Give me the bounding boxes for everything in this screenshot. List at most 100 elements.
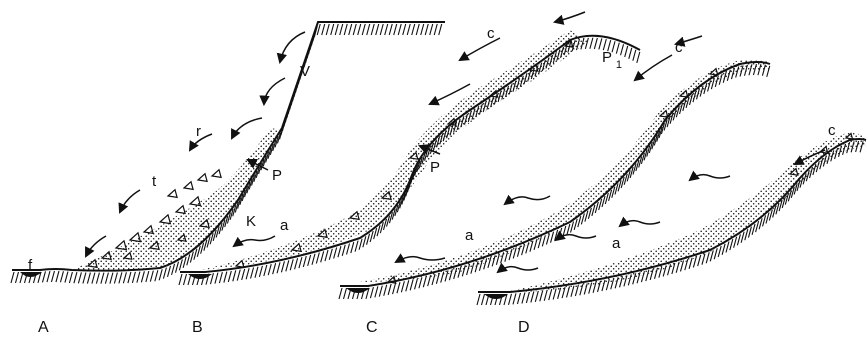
hatch-line [535,291,538,302]
hatch-line [141,271,144,282]
hatch-line [388,284,391,295]
hatch-line [78,272,81,283]
hatch-line [759,218,762,229]
scree-triangle [184,182,193,190]
hatch-line [16,272,19,283]
hatch-line [730,239,733,250]
hatch-line [159,269,162,280]
hatch-line [338,246,341,257]
scree-triangle [198,174,207,182]
hatch-line [92,273,95,284]
hatch-line [398,24,401,35]
hatch-line [11,272,14,283]
label-a-d: a [612,235,621,252]
label-c-d1: c [675,39,683,56]
panel-label-d: D [518,319,530,336]
hatch-line [128,272,131,283]
hatch-line [101,273,104,284]
label-p1-sub: 1 [616,59,622,71]
hatch-line [326,24,329,35]
label-v: V [300,63,310,80]
hatch-line [379,286,382,297]
label-c-d2: c [828,122,836,139]
hatch-line [219,272,222,283]
hatch-line [752,224,755,235]
panel-label-b: B [192,319,203,336]
hatch-line [702,254,705,265]
hatch-line [308,255,311,266]
hatch-line [710,250,713,261]
hatch-line [722,244,725,255]
panel-label-c: C [366,319,378,336]
hatch-line [87,273,90,284]
hatch-line [412,24,415,35]
hatch-line [342,245,345,256]
hatch-line [190,252,193,263]
hatch-line [42,271,45,282]
hatch-line [132,272,135,283]
hatch-line [312,254,315,265]
hatch-line [585,211,588,222]
hatch-line [246,268,249,279]
hatch-line [179,259,182,270]
hatch-line [273,263,276,274]
hatch-line [255,267,258,278]
hatch-line [119,272,122,283]
hatch-line [183,257,186,268]
hatch-line [616,43,619,54]
hatch-line [595,202,598,213]
hatch-line [237,270,240,281]
hatch-line [146,271,149,282]
hatch-line [51,271,54,282]
hatch-line [290,259,293,270]
hatch-line [389,24,392,35]
hatch-line [522,292,525,303]
hatch-line [242,269,245,280]
hatch-line [384,285,387,296]
hatch-line [425,24,428,35]
hatch-line [410,279,413,290]
hatch-line [407,24,410,35]
hatch-line [322,24,325,35]
hatch-line [594,38,597,49]
hatch-line [581,213,584,224]
hatch-line [358,24,361,35]
hatch-line [295,258,298,269]
hatch-line [551,232,554,243]
hatch-line [416,24,419,35]
hatch-line [741,232,744,243]
hatch-line [96,273,99,284]
label-r: r [196,123,201,140]
hatch-line [137,272,140,283]
scree-triangle [168,190,177,198]
hatch-line [259,266,262,277]
label-a-b: a [280,217,289,234]
hatch-line [439,24,442,35]
hatch-line [394,24,397,35]
hatch-line [726,242,729,253]
hatch-line [380,24,383,35]
label-p1-main: P [602,49,612,66]
hatch-line [599,38,602,49]
hatch-line [415,278,418,289]
hatch-line [403,24,406,35]
hatch-line [197,246,200,257]
hatch-line [344,24,347,35]
hatch-line [401,281,404,292]
hatch-line [517,293,520,304]
hatch-line [228,271,231,282]
hatch-line [363,236,366,247]
hatch-line [393,283,396,294]
hatch-line [421,24,424,35]
hatch-line [629,48,632,59]
hatch-line [706,252,709,263]
bedrock-hatching-a [11,22,445,284]
hatch-line [321,251,324,262]
hatch-line [351,242,354,253]
hatch-line [508,294,511,305]
hatch-line [303,256,306,267]
hatch-line [362,24,365,35]
hatch-line [571,221,574,232]
hatch-line [370,287,373,298]
hatch-line [334,247,337,258]
